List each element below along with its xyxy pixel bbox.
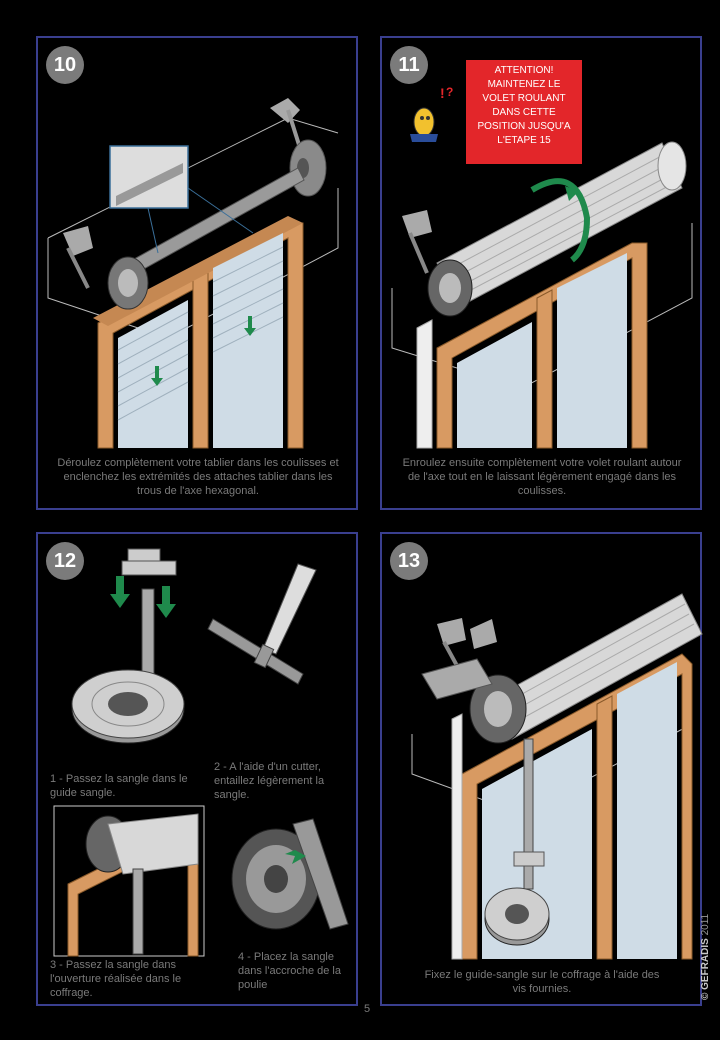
copyright-year: 2011 [700,913,711,936]
step-12-badge: 12 [46,542,84,580]
step-13-caption: Fixez le guide-sangle sur le coffrage à … [424,969,660,995]
page-number: 5 [364,1003,371,1015]
step-12-substep-2: 2 - A l'aide d'un cutter, entaillez légè… [214,761,325,801]
step-12-substep-3: 3 - Passez la sangle dans l'ouverture ré… [50,959,182,999]
step-10-illustration [47,98,339,449]
step-13-panel: 13 Fixez le guide-sangle sur le coffrage… [380,532,703,1006]
step-11-caption: Enroulez ensuite complètement votre vole… [402,457,682,497]
step-13-illustration [411,593,703,960]
step-12-illustration [53,548,349,957]
warning-mascot-icon: ! ? [410,85,453,142]
copyright-notice: © GEFRADIS 2011 [700,914,711,1000]
step-10-panel: 10 [36,36,358,510]
warning-box: ATTENTION! MAINTENEZ LE VOLET ROULANT DA… [466,60,582,164]
step-12-substep-1: 1 - Passez la sangle dans le guide sangl… [50,773,188,799]
step-10-badge: 10 [46,46,84,84]
step-10-caption: Déroulez complètement votre tablier dans… [57,457,339,497]
svg-text:!: ! [440,85,445,101]
step-11-panel: 11 ! ? ATTENTION! MA [380,36,702,510]
step-11-illustration: ! ? [391,85,693,449]
step-11-badge: 11 [390,46,428,84]
step-12-substep-4: 4 - Placez la sangle dans l'accroche de … [238,951,341,991]
step-12-panel: 12 1 - Passez la sangle dans le guide sa… [36,532,358,1006]
svg-text:?: ? [446,85,453,99]
step-13-badge: 13 [390,542,428,580]
copyright-brand: © GEFRADIS [700,938,711,1000]
